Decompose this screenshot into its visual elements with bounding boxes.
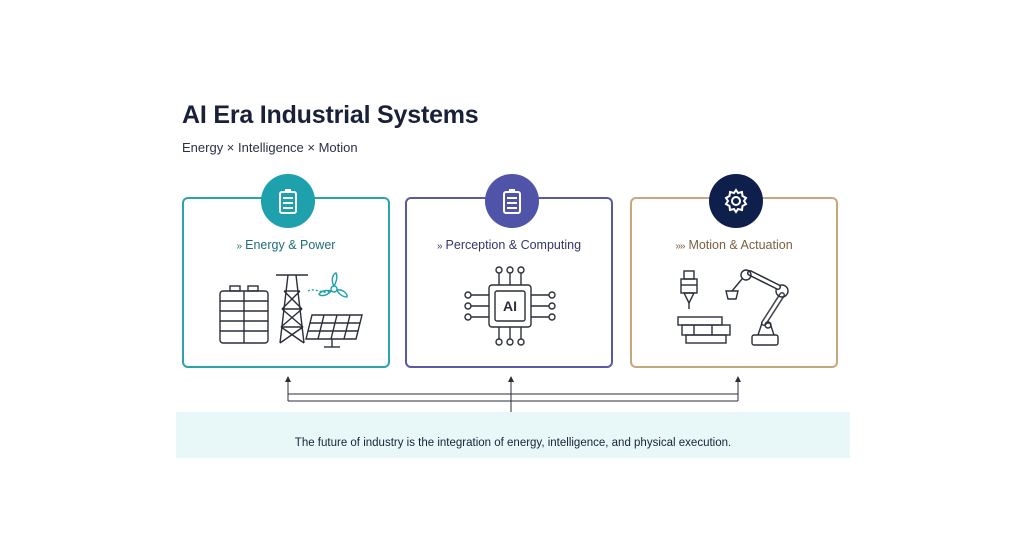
card-label-motion: »»Motion & Actuation — [675, 238, 793, 252]
motion-illustration — [677, 269, 789, 346]
machine-base-icon — [677, 316, 731, 344]
ai-chip-icon — [464, 266, 556, 346]
gear-icon — [724, 188, 748, 214]
card-label-perception: »Perception & Computing — [436, 238, 582, 252]
footer-banner: The future of industry is the integratio… — [176, 412, 850, 458]
transmission-tower-icon — [276, 274, 308, 344]
badge-perception — [485, 174, 539, 228]
badge-motion — [709, 174, 763, 228]
energy-illustration — [219, 272, 363, 348]
chevron-icon: » — [236, 241, 242, 252]
spindle-icon — [680, 270, 698, 309]
card-label-energy: »Energy & Power — [236, 238, 336, 252]
chevron-icon: » — [436, 241, 442, 252]
page-title: AI Era Industrial Systems — [182, 101, 479, 129]
solar-panel-icon — [305, 314, 363, 348]
wind-turbine-icon — [307, 272, 348, 298]
robotic-arm-icon — [725, 269, 789, 346]
ai-chip-illustration: AI — [464, 266, 556, 346]
battery-icon — [279, 189, 297, 214]
footer-text: The future of industry is the integratio… — [294, 437, 732, 449]
badge-energy — [261, 174, 315, 228]
chip-label: AI — [503, 298, 517, 314]
page-subtitle: Energy × Intelligence × Motion — [182, 140, 358, 155]
chevron-icon: »» — [675, 241, 685, 252]
battery-icon — [503, 189, 521, 214]
